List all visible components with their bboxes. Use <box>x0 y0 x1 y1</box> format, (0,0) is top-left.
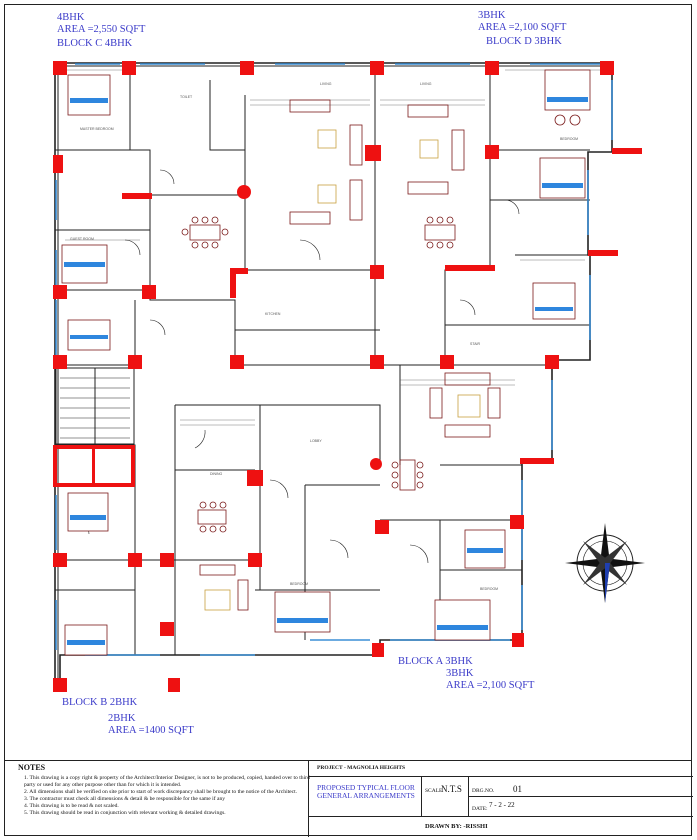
svg-text:LIVING: LIVING <box>320 82 332 86</box>
block-c-area: AREA =2,550 SQFT <box>57 24 146 35</box>
svg-text:STAIR: STAIR <box>470 342 481 346</box>
svg-text:DINING: DINING <box>210 472 223 476</box>
svg-text:TOILET: TOILET <box>180 95 193 99</box>
furniture-group <box>181 99 581 611</box>
block-b-label: BLOCK B 2BHK 2BHK AREA =1400 SQFT <box>62 697 194 737</box>
note-item: 4. This drawing is to be read & not scal… <box>24 803 119 809</box>
scale-value: N.T.S <box>441 784 462 794</box>
project-name: PROJECT - MAGNOLIA HEIGHTS <box>317 765 406 771</box>
svg-text:BEDROOM: BEDROOM <box>480 587 498 591</box>
block-d-type: 3BHK <box>478 10 506 21</box>
svg-text:MASTER BEDROOM: MASTER BEDROOM <box>80 127 114 131</box>
drawn-by: DRAWN BY: -RISSHI <box>425 823 488 830</box>
date-label: DATE: <box>472 806 488 812</box>
drawing-border <box>4 4 692 836</box>
title-block-right: PROJECT - MAGNOLIA HEIGHTS PROPOSED TYPI… <box>308 761 693 837</box>
drawing-title-line-1: PROPOSED TYPICAL FLOOR <box>317 783 415 792</box>
scale-label: SCALE <box>425 788 443 794</box>
block-b-title: BLOCK B 2BHK <box>62 697 138 708</box>
svg-text:GUEST ROOM: GUEST ROOM <box>70 237 94 241</box>
floor-plan: MASTER BEDROOM TOILET LIVING LIVING BEDR… <box>53 61 645 692</box>
note-item: 2. All dimensions shall be verified on s… <box>24 789 298 795</box>
note-item: 1. This drawing is a copy right & proper… <box>24 775 310 788</box>
drawing-number-value: 01 <box>513 784 522 794</box>
title-block: NOTES 1. This drawing is a copy right & … <box>4 760 693 837</box>
block-a-title: BLOCK A 3BHK <box>398 656 473 667</box>
bed-group <box>61 69 591 656</box>
svg-text:BEDROOM: BEDROOM <box>290 582 308 586</box>
block-b-area: AREA =1400 SQFT <box>108 725 194 736</box>
date-value: 7 - 2 - 22 <box>489 801 515 809</box>
notes-heading: NOTES <box>18 763 46 772</box>
block-c-title: BLOCK C 4BHK <box>57 38 133 49</box>
block-a-area: AREA =2,100 SQFT <box>446 680 535 691</box>
block-d-title: BLOCK D 3BHK <box>486 36 562 47</box>
notes-list: 1. This drawing is a copy right & proper… <box>12 775 319 817</box>
svg-text:LIVING: LIVING <box>420 82 432 86</box>
svg-text:LOBBY: LOBBY <box>310 439 322 443</box>
svg-text:BEDROOM: BEDROOM <box>560 137 578 141</box>
svg-text:KITCHEN: KITCHEN <box>265 312 281 316</box>
drawing-number-label: DRG.NO. <box>472 788 495 794</box>
block-d-area: AREA =2,100 SQFT <box>478 22 567 33</box>
note-item: 5. This drawing should be read in conjun… <box>24 810 226 816</box>
north-compass <box>565 523 645 603</box>
block-d-label: 3BHK AREA =2,100 SQFT BLOCK D 3BHK <box>478 10 566 48</box>
drawing-title-line-2: GENERAL ARRANGEMENTS <box>317 791 415 800</box>
block-c-type: 4BHK <box>57 12 85 23</box>
block-c-label: 4BHK AREA =2,550 SQFT BLOCK C 4BHK <box>57 12 145 50</box>
note-item: 3. The contractor must check all dimensi… <box>24 796 226 802</box>
block-a-type: 3BHK <box>446 668 474 679</box>
block-a-label: BLOCK A 3BHK 3BHK AREA =2,100 SQFT <box>398 656 534 692</box>
block-b-type: 2BHK <box>108 713 136 724</box>
structural-columns <box>53 61 642 692</box>
